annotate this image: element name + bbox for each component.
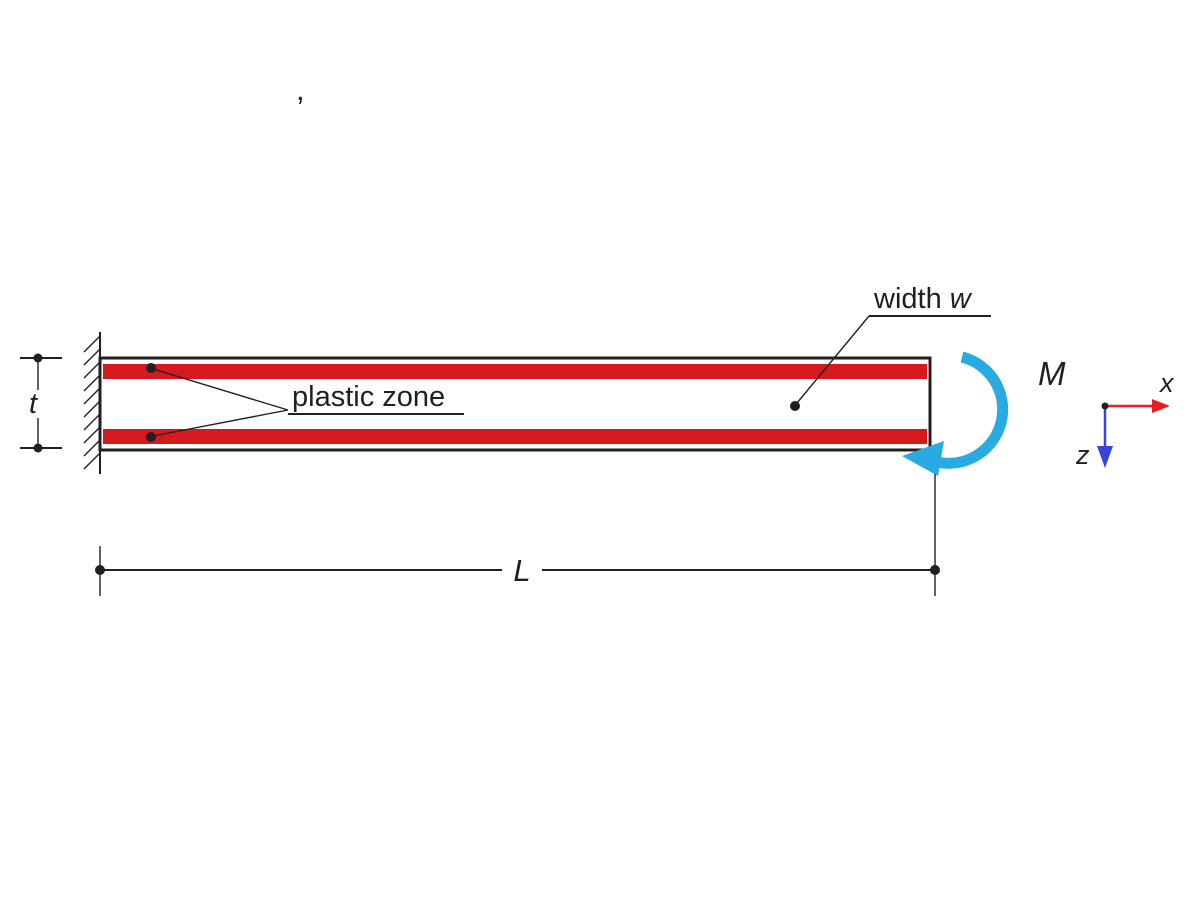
coordinate-system: x z xyxy=(1075,368,1175,470)
stray-comma-mark: , xyxy=(296,72,305,107)
plastic-zone-annotation: plastic zone xyxy=(146,363,464,442)
width-label-text: width xyxy=(873,283,950,315)
x-axis-label: x xyxy=(1158,368,1175,398)
moment-arrowhead xyxy=(902,441,944,476)
width-dot xyxy=(790,401,800,411)
thickness-label: t xyxy=(29,388,39,420)
plastic-zone-top-dot xyxy=(146,363,156,373)
length-right-dot xyxy=(930,565,940,575)
width-label: width w xyxy=(873,283,973,315)
moment-label: M xyxy=(1038,355,1066,392)
plastic-zone-top-strip xyxy=(103,364,927,379)
length-left-dot xyxy=(95,565,105,575)
thickness-bottom-dot xyxy=(33,443,43,453)
width-leader xyxy=(796,315,870,404)
plastic-zone-bottom-strip xyxy=(103,429,927,444)
length-label: L xyxy=(513,553,530,588)
plastic-zone-leader-bottom xyxy=(152,409,289,437)
fixed-support xyxy=(83,332,101,474)
moment-arrow: M xyxy=(902,351,1066,476)
beam-outline xyxy=(98,356,932,452)
x-axis-arrowhead xyxy=(1152,399,1170,413)
plastic-zone-bottom-dot xyxy=(146,432,156,442)
z-axis-arrowhead xyxy=(1097,446,1113,468)
moment-arc xyxy=(928,351,1009,469)
thickness-dimension: t xyxy=(20,353,62,453)
width-variable: w xyxy=(950,283,973,315)
fixed-support-hatching xyxy=(83,335,101,470)
plastic-zone-label: plastic zone xyxy=(292,381,445,413)
width-annotation: width w xyxy=(790,283,991,411)
coordinate-origin-dot xyxy=(1101,402,1109,410)
length-dimension: L xyxy=(95,474,940,596)
plastic-zone-leader-top xyxy=(152,368,289,411)
thickness-top-dot xyxy=(33,353,43,363)
z-axis-label: z xyxy=(1075,440,1090,470)
